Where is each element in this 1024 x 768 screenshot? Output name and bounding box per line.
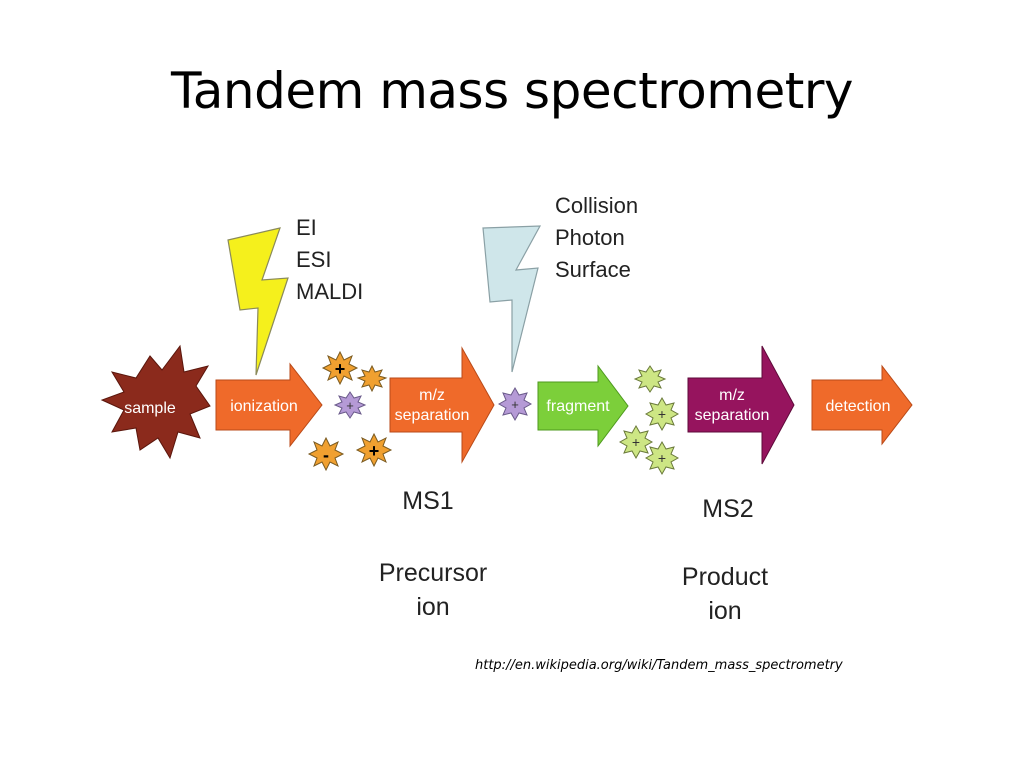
product-line2: ion [708, 597, 742, 625]
precursor-ion: + [497, 386, 533, 422]
ms1-separation-arrow [389, 346, 495, 464]
ion-small-1 [356, 364, 388, 393]
ms2-separation-arrow [687, 345, 795, 465]
ms1-arrow-label-line2: separation [395, 407, 470, 424]
precursor-line1: Precursor [378, 559, 488, 587]
ms2-label: MS2 [702, 495, 754, 523]
activation-lightning-icon [482, 225, 542, 373]
fragment-label: fragment [546, 398, 610, 415]
product-ion-4: + [644, 440, 680, 476]
ionization-label: ionization [230, 398, 298, 415]
precursor-ion-label: Precursor ion [348, 556, 518, 624]
ms2-arrow-label-line1: m/z [719, 387, 745, 404]
ms2-arrow-label-line2: separation [695, 407, 770, 424]
product-ion-3: + [618, 424, 654, 460]
method-collision: Collision [555, 193, 639, 218]
ion-positive-2: + [355, 432, 393, 468]
svg-text:+: + [335, 359, 346, 379]
ion-positive-1: + [321, 350, 359, 386]
ms1-arrow-label-line1: m/z [419, 387, 445, 404]
sample-burst-icon [100, 344, 211, 460]
svg-text:+: + [632, 434, 640, 450]
ionization-methods-list: EI ESI MALDI [296, 212, 363, 308]
ionization-arrow [215, 362, 323, 448]
ion-negative-1: - [307, 436, 345, 472]
method-maldi: MALDI [296, 279, 364, 304]
ms1-label: MS1 [402, 487, 454, 515]
product-ion-2: + [644, 396, 680, 432]
svg-text:+: + [511, 397, 519, 412]
method-esi: ESI [296, 247, 332, 272]
fragment-arrow [537, 364, 629, 448]
method-photon: Photon [555, 225, 625, 250]
ion-purple-1: + [333, 391, 367, 419]
svg-text:+: + [369, 441, 380, 461]
slide-title: Tandem mass spectrometry [171, 62, 853, 120]
svg-text:+: + [658, 406, 666, 422]
source-link[interactable]: http://en.wikipedia.org/wiki/Tandem_mass… [475, 658, 843, 673]
precursor-line2: ion [416, 593, 450, 621]
svg-text:+: + [658, 450, 666, 466]
ionization-lightning-icon [227, 227, 289, 376]
product-ion-label: Product ion [650, 560, 800, 628]
svg-text:+: + [346, 398, 354, 413]
detection-label: detection [826, 398, 891, 415]
detection-arrow [811, 364, 913, 446]
sample-label: sample [124, 400, 176, 417]
method-surface: Surface [555, 257, 631, 282]
method-ei: EI [296, 215, 317, 240]
product-line1: Product [681, 563, 769, 591]
activation-methods-list: Collision Photon Surface [555, 190, 638, 286]
product-ion-1 [633, 365, 667, 393]
svg-text:-: - [323, 445, 329, 465]
